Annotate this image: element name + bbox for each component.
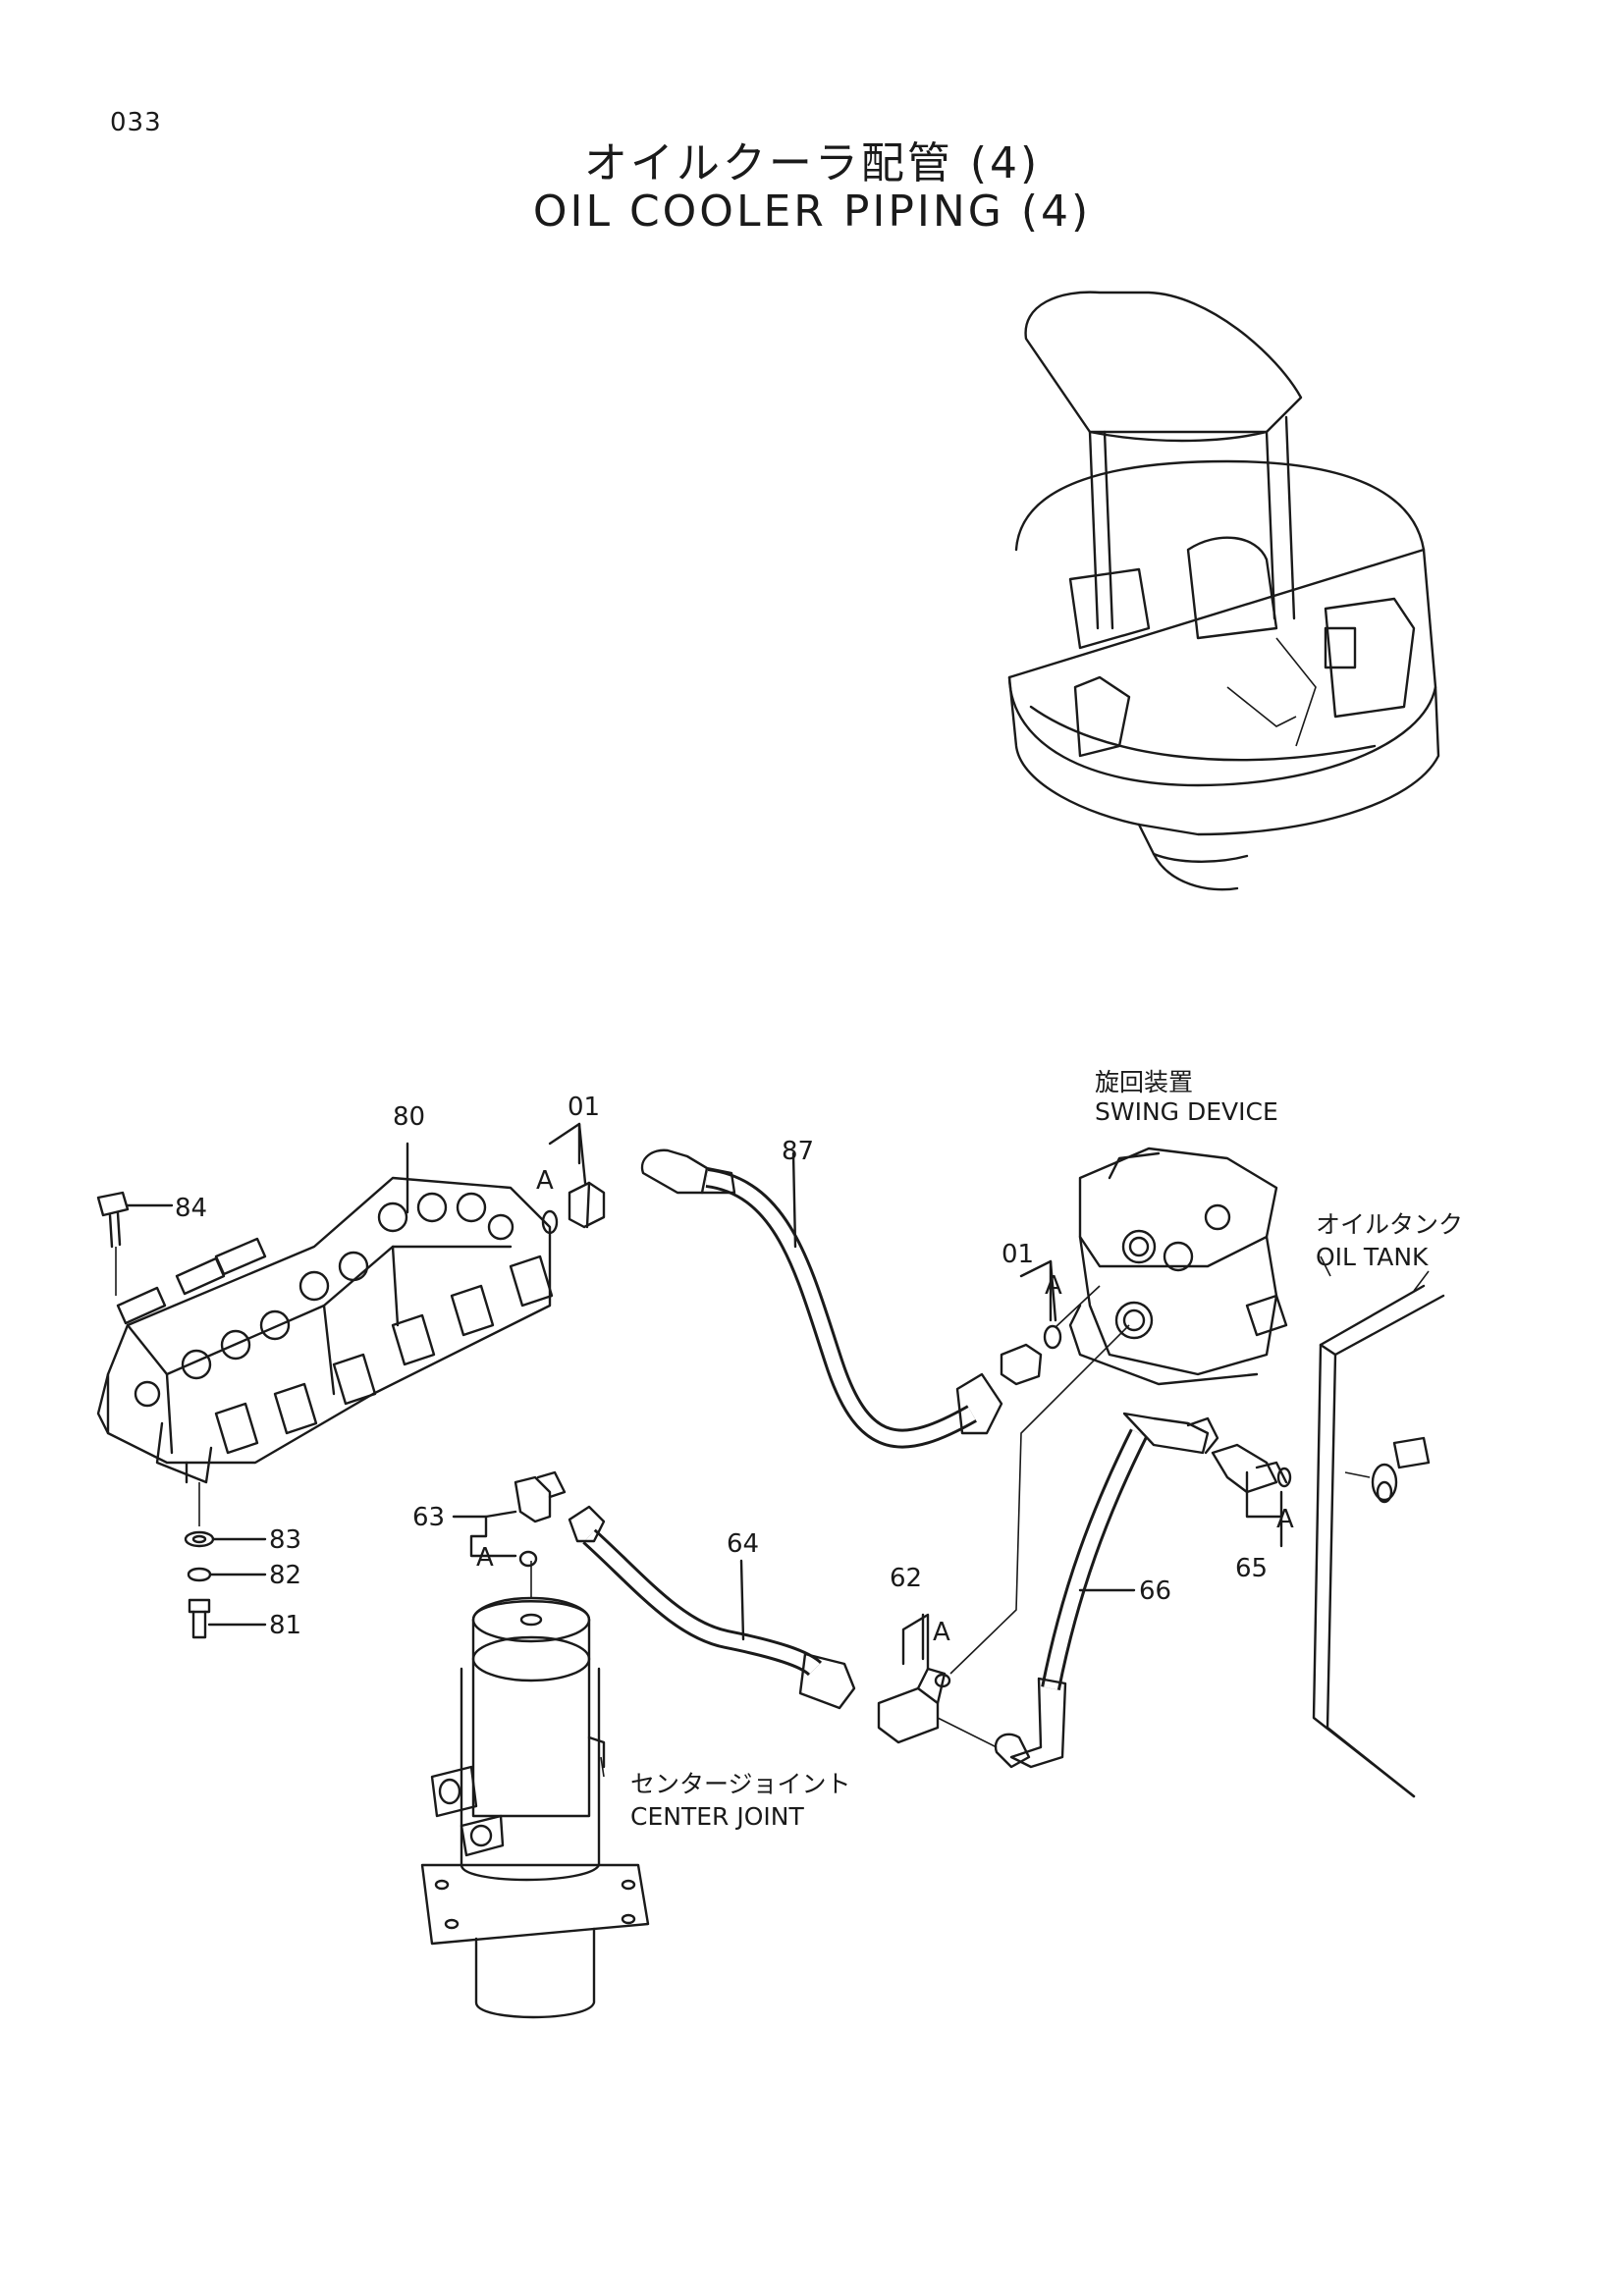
hose-87 — [640, 1148, 1003, 1449]
routing-line-01-to-swing — [1055, 1285, 1101, 1328]
center-joint-drawing — [420, 1561, 650, 2019]
callout-66: 66 — [1139, 1576, 1172, 1606]
oil-tank-drawing — [1312, 1270, 1445, 1798]
leader-oil-tank — [1320, 1255, 1331, 1277]
callout-81: 81 — [269, 1611, 302, 1640]
page-number: 033 — [110, 108, 162, 137]
page-title-japanese: オイルクーラ配管 (4) — [583, 138, 1041, 188]
adapter-01-lower — [1000, 1259, 1062, 1386]
callout-80: 80 — [393, 1102, 426, 1132]
swing-device-drawing — [1068, 1147, 1288, 1386]
callout-64: 64 — [727, 1529, 760, 1559]
bolt-81 — [188, 1482, 267, 1639]
callout-83: 83 — [269, 1525, 302, 1555]
hose-64 — [568, 1505, 856, 1710]
callout-84: 84 — [175, 1194, 208, 1223]
page-title-english: OIL COOLER PIPING (4) — [532, 187, 1092, 237]
ref-mark-a-elbow: A — [1276, 1505, 1294, 1534]
tee-62 — [877, 1613, 998, 1748]
center-joint-label-en: CENTER JOINT — [630, 1802, 804, 1831]
lock-washer-82 — [187, 1567, 267, 1582]
swing-device-label-en: SWING DEVICE — [1095, 1097, 1278, 1126]
ref-mark-a-swing: A — [1045, 1271, 1062, 1301]
callout-01-upper: 01 — [568, 1093, 601, 1122]
center-joint-label-ja: センタージョイント — [630, 1770, 851, 1798]
ref-mark-a-upper: A — [536, 1166, 554, 1196]
swing-device-label-ja: 旋回装置 — [1095, 1068, 1194, 1096]
leader-center-joint — [600, 1756, 605, 1778]
callout-87: 87 — [782, 1137, 815, 1166]
hose-66 — [994, 1412, 1219, 1769]
adapter-01-upper — [541, 1122, 606, 1235]
ref-mark-a-center: A — [476, 1543, 494, 1573]
routing-line-62-to-swing — [949, 1324, 1130, 1675]
machine-overview-illustration — [1007, 291, 1440, 891]
elbow-65 — [1211, 1443, 1292, 1548]
oil-tank-label-ja: オイルタンク — [1316, 1210, 1464, 1239]
callout-63: 63 — [412, 1503, 446, 1532]
callout-01-lower: 01 — [1001, 1240, 1035, 1269]
control-valve-assembly — [96, 1176, 554, 1484]
elbow-63 — [452, 1470, 567, 1568]
callout-65: 65 — [1235, 1554, 1269, 1583]
washer-83 — [184, 1530, 267, 1548]
callout-62: 62 — [890, 1564, 923, 1593]
callout-82: 82 — [269, 1561, 302, 1590]
bolt-84 — [96, 1191, 174, 1296]
ref-mark-a-tee: A — [933, 1618, 950, 1647]
oil-tank-label-en: OIL TANK — [1316, 1243, 1429, 1271]
